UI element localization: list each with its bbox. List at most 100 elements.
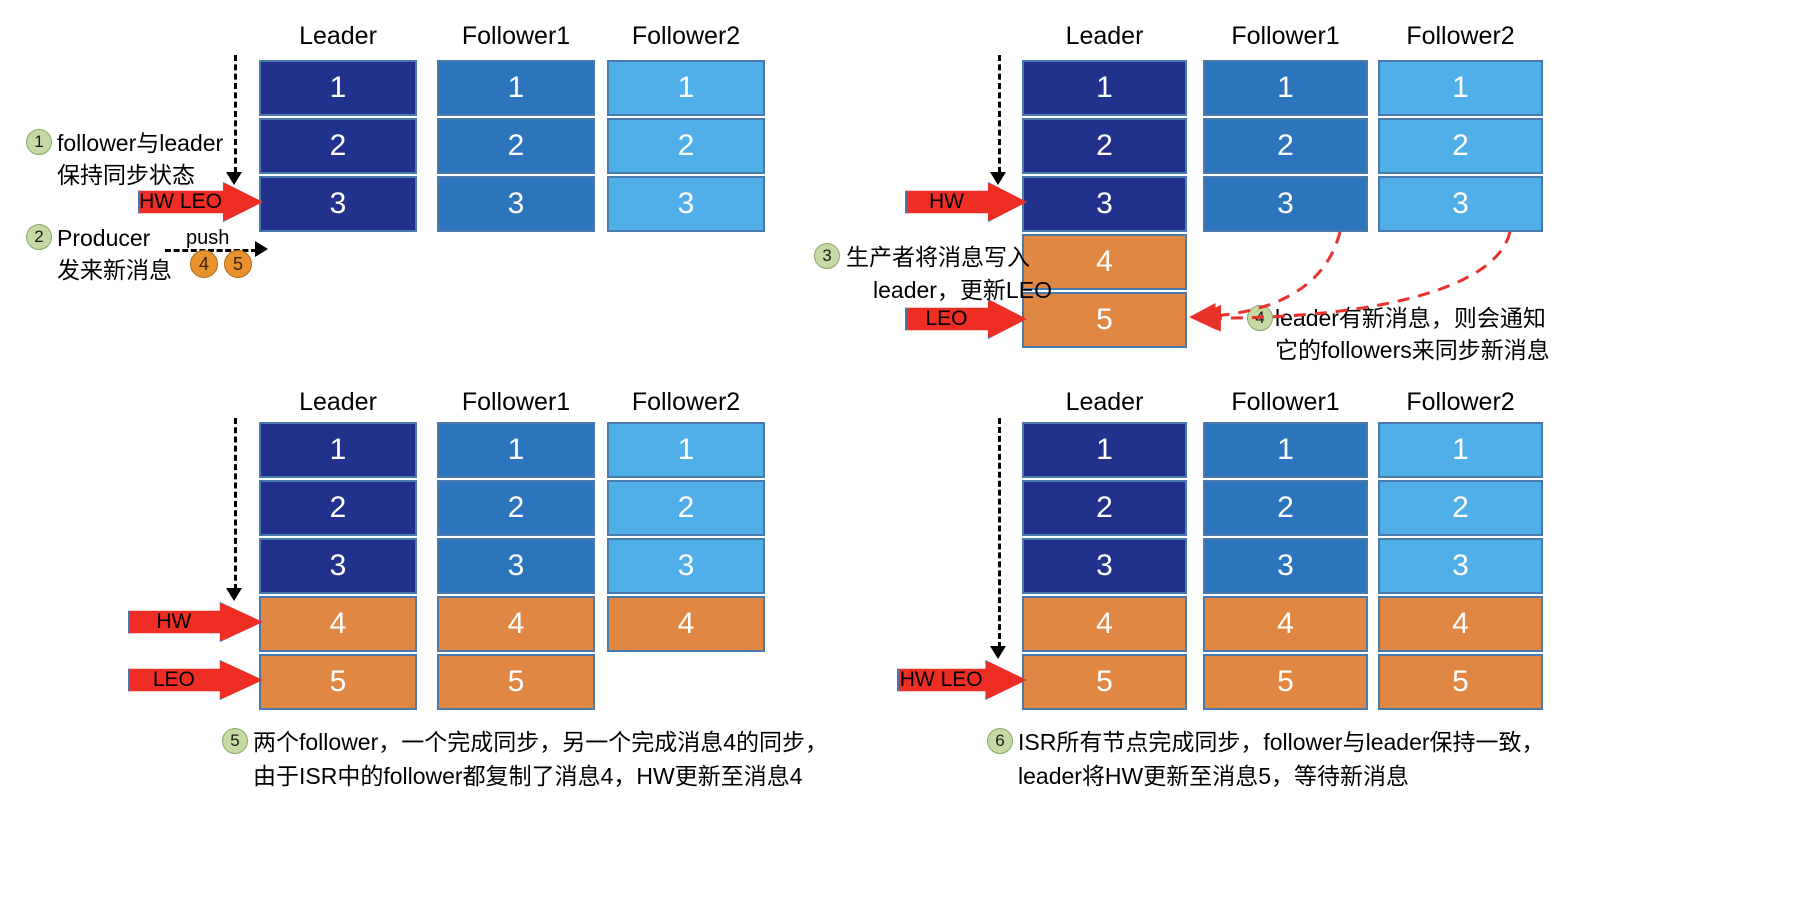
hw-leo-marker-arrow: HW LEO <box>138 182 263 222</box>
message-cell: 5 <box>1378 654 1543 710</box>
message-cell: 4 <box>1022 596 1187 652</box>
hw-leo-marker-arrow: HW LEO <box>897 660 1027 700</box>
offset-pointer-arrowhead <box>226 172 242 185</box>
step-note-3-line-1: 生产者将消息写入 <box>846 244 1030 270</box>
offset-pointer-line <box>998 55 1001 173</box>
step-caption-5-line-1: 两个follower，一个完成同步，另一个完成消息4的同步， <box>253 729 829 755</box>
message-cell: 2 <box>607 480 765 536</box>
step-bullet-6: 6 <box>987 728 1013 754</box>
arrow-label: LEO <box>925 307 968 330</box>
step-bullet-2: 2 <box>26 224 52 250</box>
offset-pointer-line <box>234 418 237 590</box>
message-cell: 1 <box>1203 60 1368 116</box>
push-line <box>165 249 257 252</box>
hw-marker-arrow: HW <box>128 602 263 642</box>
message-cell: 2 <box>1022 118 1187 174</box>
message-cell: 3 <box>1022 176 1187 232</box>
message-cell: 4 <box>607 596 765 652</box>
message-cell: 2 <box>437 480 595 536</box>
message-cell: 3 <box>437 538 595 594</box>
step-note-1-line-2: 保持同步状态 <box>57 162 195 188</box>
message-cell: 3 <box>259 538 417 594</box>
message-cell: 4 <box>1022 234 1187 290</box>
message-cell: 3 <box>437 176 595 232</box>
message-cell: 4 <box>259 596 417 652</box>
column-title-leader: Leader <box>299 22 377 50</box>
offset-pointer-arrowhead <box>990 646 1006 659</box>
column-title-leader: Leader <box>299 388 377 416</box>
message-cell: 3 <box>259 176 417 232</box>
arrow-label: HW LEO <box>139 190 222 213</box>
message-cell: 1 <box>1378 422 1543 478</box>
message-cell: 1 <box>1378 60 1543 116</box>
arrow-label: HW LEO <box>899 668 983 691</box>
column-title-follower1: Follower1 <box>461 388 571 416</box>
push-label: push <box>186 227 230 249</box>
step-note-2-line-1: Producer <box>57 225 151 251</box>
column-title-follower2: Follower2 <box>631 388 741 416</box>
arrow-label: HW <box>928 190 964 213</box>
message-cell: 2 <box>1022 480 1187 536</box>
step-bullet-4: 4 <box>1247 305 1273 331</box>
message-cell: 5 <box>259 654 417 710</box>
step-caption-6-line-2: leader将HW更新至消息5，等待新消息 <box>1018 763 1410 789</box>
step-note-2-line-2: 发来新消息 <box>57 257 172 283</box>
message-cell: 3 <box>1378 176 1543 232</box>
step-bullet-1: 1 <box>26 129 52 155</box>
step-caption-6-line-1: ISR所有节点完成同步，follower与leader保持一致， <box>1018 729 1545 755</box>
message-cell: 2 <box>437 118 595 174</box>
message-cell: 3 <box>1378 538 1543 594</box>
message-cell: 1 <box>437 422 595 478</box>
column-title-leader: Leader <box>1065 388 1144 416</box>
step-bullet-3: 3 <box>814 243 840 269</box>
message-cell: 1 <box>1022 60 1187 116</box>
step-note-4-line-1: leader有新消息，则会通知 <box>1275 305 1546 331</box>
message-cell: 1 <box>607 60 765 116</box>
message-cell: 2 <box>1378 118 1543 174</box>
column-title-leader: Leader <box>1065 22 1144 50</box>
message-cell: 2 <box>1378 480 1543 536</box>
pending-message-4: 4 <box>190 250 218 278</box>
offset-pointer-line <box>998 418 1001 648</box>
message-cell: 3 <box>1203 176 1368 232</box>
column-title-follower1: Follower1 <box>1231 22 1340 50</box>
message-cell: 1 <box>259 422 417 478</box>
leo-marker-arrow: LEO <box>905 299 1027 339</box>
push-arrowhead <box>255 241 268 257</box>
hw-marker-arrow: HW <box>905 182 1027 222</box>
offset-pointer-arrowhead <box>226 588 242 601</box>
arrow-label: LEO <box>152 668 195 691</box>
message-cell: 1 <box>607 422 765 478</box>
step-note-4-line-2: 它的followers来同步新消息 <box>1275 337 1550 363</box>
pending-message-5: 5 <box>224 250 252 278</box>
panel-1: Leader Follower1 Follower2 1 2 3 1 2 3 1… <box>0 0 900 370</box>
arrow-label: HW <box>156 610 192 633</box>
panel-2: Leader Follower1 Follower2 1 2 3 4 5 1 2… <box>814 0 1818 380</box>
step-bullet-5: 5 <box>222 728 248 754</box>
message-cell: 5 <box>1022 654 1187 710</box>
message-cell: 1 <box>1022 422 1187 478</box>
message-cell: 1 <box>437 60 595 116</box>
offset-pointer-arrowhead <box>990 172 1006 185</box>
column-title-follower1: Follower1 <box>1231 388 1340 416</box>
panel-4: Leader Follower1 Follower2 1 2 3 4 5 1 2… <box>897 380 1818 924</box>
message-cell: 4 <box>1378 596 1543 652</box>
message-cell: 2 <box>259 118 417 174</box>
message-cell: 2 <box>259 480 417 536</box>
message-cell: 3 <box>607 538 765 594</box>
message-cell: 5 <box>437 654 595 710</box>
leo-marker-arrow: LEO <box>128 660 263 700</box>
step-caption-5-line-2: 由于ISR中的follower都复制了消息4，HW更新至消息4 <box>253 763 803 789</box>
message-cell: 3 <box>1203 538 1368 594</box>
message-cell: 4 <box>437 596 595 652</box>
message-cell: 1 <box>1203 422 1368 478</box>
column-title-follower1: Follower1 <box>461 22 571 50</box>
column-title-follower2: Follower2 <box>1406 388 1515 416</box>
message-cell: 1 <box>259 60 417 116</box>
step-note-1-line-1: follower与leader <box>57 130 224 156</box>
message-cell: 5 <box>1022 292 1187 348</box>
offset-pointer-line <box>234 55 237 173</box>
column-title-follower2: Follower2 <box>1406 22 1515 50</box>
panel-3: Leader Follower1 Follower2 1 2 3 4 5 1 2… <box>0 380 900 924</box>
